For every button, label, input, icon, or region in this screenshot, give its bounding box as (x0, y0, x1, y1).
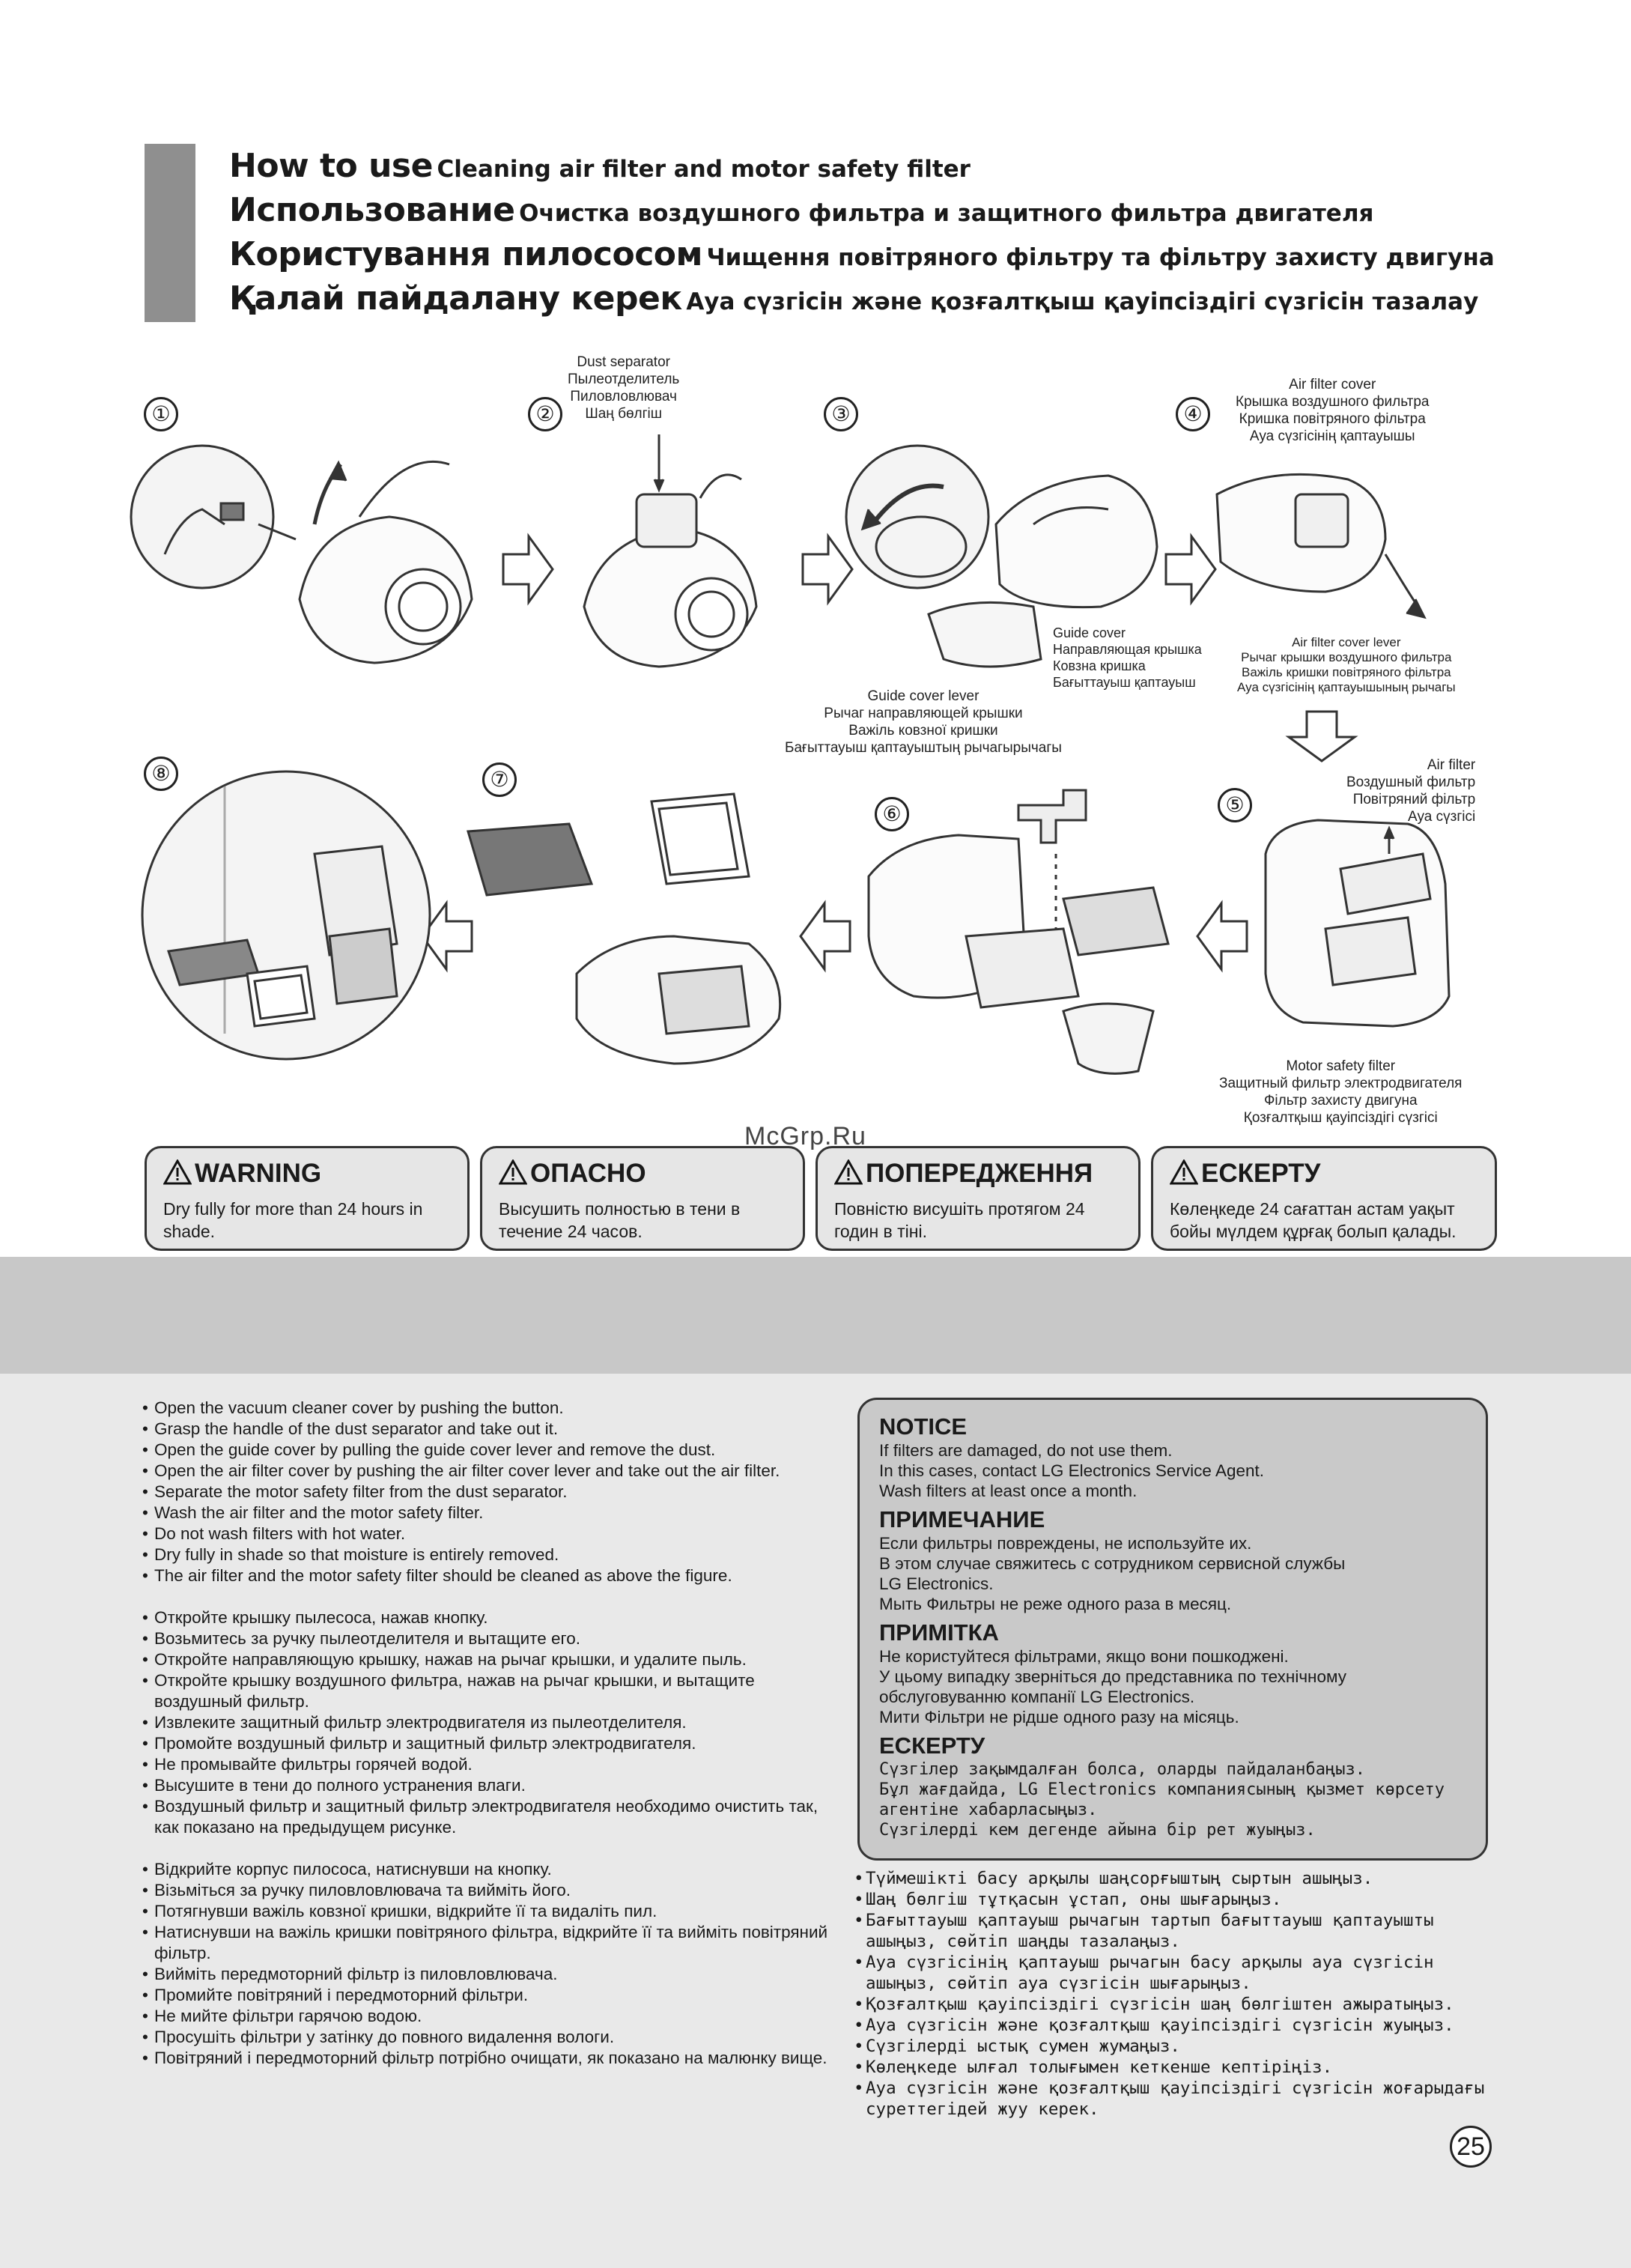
step-5-marker: ⑤ (1218, 788, 1252, 822)
list-item: Извлеките защитный фильтр электродвигате… (142, 1712, 839, 1733)
page-number: 25 (1450, 2126, 1492, 2168)
list-item: Open the guide cover by pulling the guid… (142, 1440, 839, 1461)
step-8-marker: ⑧ (144, 756, 178, 791)
step-7-marker: ⑦ (482, 762, 517, 797)
list-item: Dry fully in shade so that moisture is e… (142, 1544, 839, 1565)
header-title-main: Использование (229, 191, 515, 229)
list-item: Откройте крышку пылесоса, нажав кнопку. (142, 1607, 839, 1628)
instructions-ru: Откройте крышку пылесоса, нажав кнопку. … (142, 1607, 839, 1838)
list-item: Возьмитесь за ручку пылеотделителя и выт… (142, 1628, 839, 1649)
warning-box-ru: ОПАСНО Высушить полностью в тени в течен… (480, 1146, 805, 1251)
warning-triangle-icon (499, 1159, 527, 1185)
warning-triangle-icon (163, 1159, 192, 1185)
header-title-main: Қалай пайдалану керек (229, 279, 682, 318)
list-item: Шаң бөлгіш тұтқасын ұстап, оны шығарыңыз… (854, 1889, 1490, 1910)
list-item: Просушіть фільтри у затінку до повного в… (142, 2027, 839, 2048)
step-3-marker: ③ (824, 397, 858, 431)
notice-title: ЕСКЕРТУ (879, 1732, 985, 1759)
instructions-kz: Түймешікті басу арқылы шаңсорғыштың сырт… (854, 1868, 1490, 2120)
instructions-uk: Відкрийте корпус пилососа, натиснувши на… (142, 1859, 839, 2069)
notice-title: ПРИМЕЧАНИЕ (879, 1506, 1045, 1532)
list-item: The air filter and the motor safety filt… (142, 1565, 839, 1586)
header-title-main: How to use (229, 147, 433, 185)
list-item: Не промывайте фильтры горячей водой. (142, 1754, 839, 1775)
list-item: Высушите в тени до полного устранения вл… (142, 1775, 839, 1796)
list-item: Көлеңкеде ылғал толығымен кеткенше кепті… (854, 2057, 1490, 2078)
warning-box-uk: ПОПЕРЕДЖЕННЯ Повністю висушіть протягом … (816, 1146, 1141, 1251)
list-item: Потягнувши важіль ковзної кришки, відкри… (142, 1901, 839, 1922)
warning-title: ПОПЕРЕДЖЕННЯ (834, 1159, 1093, 1189)
warning-body: Высушить полностью в тени в течение 24 ч… (499, 1199, 741, 1241)
list-item: Ауа сүзгісінің қаптауыш рычагын басу арқ… (854, 1952, 1490, 1994)
warning-triangle-icon (1170, 1159, 1198, 1185)
warning-body: Повністю висушіть протягом 24 годин в ті… (834, 1199, 1085, 1241)
header-title-ru: Использование Очистка воздушного фильтра… (229, 191, 1373, 229)
step-6-marker: ⑥ (875, 797, 909, 831)
list-item: Вийміть передмоторний фільтр із пиловлов… (142, 1964, 839, 1985)
list-item: Grasp the handle of the dust separator a… (142, 1419, 839, 1440)
header-title-kz: Қалай пайдалану керек Ауа сүзгісін және … (229, 279, 1478, 318)
step-1-marker: ① (144, 397, 178, 431)
list-item: Воздушный фильтр и защитный фильтр элект… (142, 1796, 839, 1838)
warning-body: Көлеңкеде 24 сағаттан астам уақыт бойы м… (1170, 1199, 1457, 1241)
warning-title: ЕСКЕРТУ (1170, 1159, 1320, 1189)
list-item: Промойте воздушный фильтр и защитный фил… (142, 1733, 839, 1754)
list-item: Не мийте фільтри гарячою водою. (142, 2006, 839, 2027)
notice-section-kz: ЕСКЕРТУ Сүзгілер зақымдалған болса, олар… (879, 1732, 1474, 1840)
list-item: Натиснувши на важіль кришки повітряного … (142, 1922, 839, 1964)
list-item: Сүзгілерді ыстық сумен жумаңыз. (854, 2036, 1490, 2057)
header-title-sub: Чищення повітряного фільтру та фільтру з… (706, 244, 1495, 271)
list-item: Қозғалтқыш қауіпсіздігі сүзгісін шаң бөл… (854, 1994, 1490, 2015)
header-title-sub: Очистка воздушного фильтра и защитного ф… (519, 200, 1374, 227)
grey-band (0, 1257, 1631, 1374)
list-item: Wash the air filter and the motor safety… (142, 1503, 839, 1523)
warning-body: Dry fully for more than 24 hours in shad… (163, 1199, 423, 1241)
warning-title: WARNING (163, 1159, 321, 1189)
list-item: Промийте повітряний і передмоторний філь… (142, 1985, 839, 2006)
list-item: Ауа сүзгісін және қозғалтқыш қауіпсіздіг… (854, 2015, 1490, 2036)
notice-title: NOTICE (879, 1413, 968, 1440)
instructions-right-column: Түймешікті басу арқылы шаңсорғыштың сырт… (854, 1868, 1490, 2120)
warning-box-kz: ЕСКЕРТУ Көлеңкеде 24 сағаттан астам уақы… (1151, 1146, 1497, 1251)
header-title-uk: Користування пилососом Чищення повітряно… (229, 235, 1495, 273)
notice-box: NOTICE If filters are damaged, do not us… (857, 1398, 1488, 1861)
list-item: Do not wash filters with hot water. (142, 1523, 839, 1544)
list-item: Open the air filter cover by pushing the… (142, 1461, 839, 1482)
list-item: Відкрийте корпус пилососа, натиснувши на… (142, 1859, 839, 1880)
step-4-marker: ④ (1176, 397, 1210, 431)
header-accent-bar (145, 144, 195, 322)
notice-title: ПРИМІТКА (879, 1619, 999, 1646)
notice-section-uk: ПРИМІТКА Не користуйтеся фільтрами, якщо… (879, 1619, 1474, 1727)
list-item: Откройте крышку воздушного фильтра, нажа… (142, 1670, 839, 1712)
warning-triangle-icon (834, 1159, 863, 1185)
header-title-en: How to use Cleaning air filter and motor… (229, 147, 971, 185)
step-2-marker: ② (528, 397, 562, 431)
warning-box-en: WARNING Dry fully for more than 24 hours… (145, 1146, 470, 1251)
list-item: Бағыттауыш қаптауыш рычагын тартып бағыт… (854, 1910, 1490, 1952)
header-title-sub: Cleaning air filter and motor safety fil… (437, 156, 971, 183)
watermark: McGrp.Ru (744, 1122, 866, 1150)
notice-section-ru: ПРИМЕЧАНИЕ Если фильтры повреждены, не и… (879, 1506, 1474, 1614)
notice-section-en: NOTICE If filters are damaged, do not us… (879, 1413, 1474, 1501)
instructions-en: Open the vacuum cleaner cover by pushing… (142, 1398, 839, 1586)
illustration-steps (130, 434, 1451, 1075)
warning-title: ОПАСНО (499, 1159, 646, 1189)
list-item: Separate the motor safety filter from th… (142, 1482, 839, 1503)
header-title-sub: Ауа сүзгісін және қозғалтқыш қауіпсіздіг… (686, 288, 1479, 315)
list-item: Түймешікті басу арқылы шаңсорғыштың сырт… (854, 1868, 1490, 1889)
list-item: Откройте направляющую крышку, нажав на р… (142, 1649, 839, 1670)
list-item: Open the vacuum cleaner cover by pushing… (142, 1398, 839, 1419)
list-item: Візьміться за ручку пиловловлювача та ви… (142, 1880, 839, 1901)
list-item: Повітряний і передмоторний фільтр потріб… (142, 2048, 839, 2069)
list-item: Ауа сүзгісін және қозғалтқыш қауіпсіздіг… (854, 2078, 1490, 2120)
header-title-main: Користування пилососом (229, 235, 702, 273)
instructions-left-column: Open the vacuum cleaner cover by pushing… (142, 1398, 839, 2069)
